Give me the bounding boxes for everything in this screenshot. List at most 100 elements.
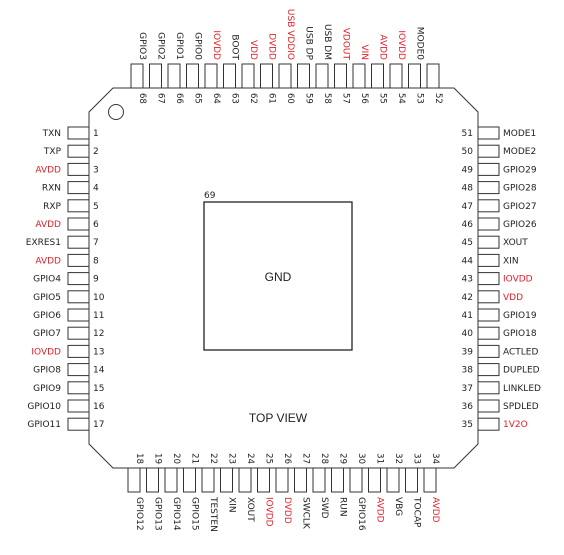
pin-name: IOVDD (31, 347, 61, 357)
pin-pad-right (477, 126, 500, 140)
pin-pad-left (67, 326, 90, 340)
pin-number: 9 (93, 275, 99, 285)
pin-number: 17 (93, 420, 104, 430)
pin-name: GPIO28 (503, 184, 537, 194)
pin-name: VIN (359, 44, 369, 60)
pin-pad-right (477, 399, 500, 413)
pin-number: 1 (93, 129, 99, 139)
pin-name: 1V2O (503, 420, 528, 430)
pin-pad-left (67, 144, 90, 158)
pin-number: 33 (412, 453, 422, 464)
pin-number: 7 (93, 238, 99, 248)
pin-name: AVDD (35, 220, 61, 230)
pin-name: VBG (393, 497, 403, 516)
pin-number: 44 (462, 256, 474, 266)
pin-name: AVDD (35, 165, 61, 175)
pin-number: 18 (134, 453, 144, 464)
pin-name: AVDD (35, 256, 61, 266)
pin-number: 41 (462, 311, 473, 321)
pin-pad-left (67, 181, 90, 195)
pin-pad-right (477, 199, 500, 213)
pin-number: 32 (393, 453, 403, 464)
pin-name: GPIO14 (171, 497, 181, 531)
pin-pad-bottom (349, 467, 363, 493)
ground-pad-number: 69 (204, 191, 216, 201)
pin-pad-bottom (127, 467, 141, 493)
pin-pad-bottom (146, 467, 159, 493)
chip-body-layer: 69 GND TOP VIEW (88, 87, 479, 469)
pin-name: GPIO29 (503, 165, 537, 175)
pin-number: 4 (93, 184, 99, 194)
pin-name: ACTLED (503, 347, 538, 357)
pin-pad-top (389, 63, 403, 89)
pin-name: SPDLED (503, 402, 539, 412)
pin-name: TXN (42, 129, 61, 139)
pin-name: XIN (227, 497, 237, 513)
pin1-marker-circle (108, 104, 124, 120)
pin-number: 22 (208, 453, 218, 464)
pin-number: 55 (378, 93, 388, 104)
pin-name: USB DM (322, 24, 332, 60)
pin-number: 48 (462, 184, 474, 194)
pin-pad-bottom (423, 467, 437, 493)
pin-pad-left (67, 344, 90, 358)
pin-pad-left (67, 235, 90, 249)
pin-number: 26 (282, 453, 292, 464)
pin-pad-bottom (164, 467, 178, 493)
pin-name: DUPLED (503, 366, 540, 376)
pin-pad-bottom (368, 467, 381, 493)
pin-pad-left (67, 399, 90, 413)
pin-pad-right (477, 290, 500, 304)
pin-pad-top (223, 63, 236, 89)
pin-number: 59 (304, 93, 314, 104)
pin-name: GPIO19 (503, 311, 537, 321)
pin-number: 57 (341, 93, 351, 104)
pin-number: 13 (93, 347, 104, 357)
pin-number: 36 (462, 402, 474, 412)
pin-number: 3 (93, 165, 99, 175)
pin-number: 60 (285, 93, 295, 104)
ground-pad (203, 201, 353, 351)
pin-name: TOCAP (412, 496, 422, 528)
pin-name: MODE0 (415, 27, 425, 60)
pin-number: 37 (462, 384, 473, 394)
pin-pad-left (67, 162, 90, 176)
pin-number: 39 (462, 347, 474, 357)
pin-pad-top (130, 63, 144, 89)
pins-layer: 1TXN2TXP3AVDD4RXN5RXP6AVDD7EXRES18AVDD9G… (26, 9, 541, 532)
pin-name: LINKLED (503, 384, 541, 394)
pin-number: 68 (137, 93, 147, 104)
pin-pad-right (477, 235, 500, 249)
pin-number: 34 (430, 453, 440, 464)
pin-name: GPIO27 (503, 202, 537, 212)
pin-pad-bottom (312, 467, 326, 493)
pin-name: AVDD (375, 497, 385, 523)
pin-number: 6 (93, 220, 99, 230)
pin-pad-top (371, 63, 384, 89)
pin-name: RUN (338, 497, 348, 517)
pin-name: GPIO16 (356, 497, 366, 531)
pin-pad-left (67, 253, 90, 267)
pin-name: XOUT (503, 238, 528, 248)
pin-name: RXN (42, 184, 61, 194)
pin-number: 11 (93, 311, 104, 321)
pin-number: 10 (93, 293, 105, 303)
pin-pad-bottom (201, 467, 215, 493)
pin-number: 51 (462, 129, 473, 139)
pin-pad-top (426, 63, 440, 89)
pin-pad-left (67, 417, 90, 431)
pin-number: 2 (93, 147, 99, 157)
pin-name: AVDD (430, 497, 440, 523)
pin-pad-left (67, 199, 90, 213)
pin-name: RXP (43, 202, 61, 212)
pin-number: 49 (462, 165, 474, 175)
pin-name: GPIO8 (33, 366, 61, 376)
pin-pad-right (477, 308, 500, 322)
pin-name: TXP (43, 147, 62, 157)
pin-name: AVDD (378, 34, 388, 60)
pin-pad-right (477, 326, 500, 340)
pin-number: 43 (462, 275, 473, 285)
pin-name: GPIO10 (27, 402, 61, 412)
pin-number: 23 (227, 453, 237, 464)
